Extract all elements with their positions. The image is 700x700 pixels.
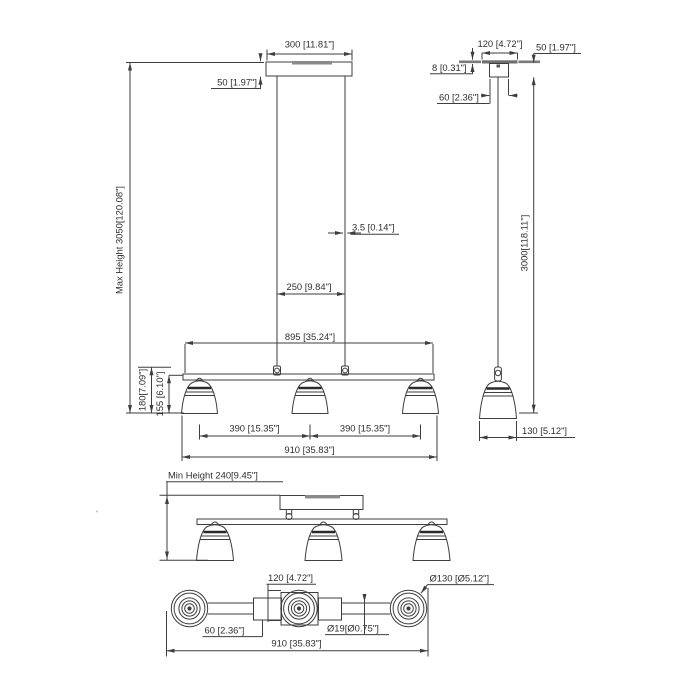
side-canopy-detail: [496, 64, 500, 68]
side-dim-plate-thickness: 8 [0.31"]: [430, 48, 475, 75]
front-dim-canopy-width: 300 [11.81"]: [266, 39, 353, 61]
side-dim-canopy-body: 60 [2.36"]: [437, 79, 518, 104]
plan-rod-right: [341, 602, 391, 615]
front-dim-shade-spacing: 390 [15.35"] 390 [15.35"]: [199, 423, 421, 440]
plan-shade-right: [389, 589, 428, 628]
svg-text:300 [11.81"]: 300 [11.81"]: [285, 39, 335, 50]
plan-dim-overall-width: 910 [35.83"]: [166, 588, 429, 657]
side-cable-gripper: [494, 366, 502, 382]
front-dim-cable-diameter: 3.5 [0.14"]: [328, 222, 399, 235]
front-shade-right: [401, 377, 440, 414]
front-dim-rod-length: 895 [35.24"]: [184, 331, 434, 373]
svg-text:3.5 [0.14"]: 3.5 [0.14"]: [352, 222, 394, 233]
front-dim-max-height: Max Height 3050[120.08"]: [114, 62, 264, 414]
side-view: 120 [4.72"] 8 [0.31"] 50 [1.97"] 60 [2.3…: [430, 38, 581, 441]
front-dim-canopy-height: 50 [1.97"]: [211, 53, 263, 89]
svg-text:120 [4.72"]: 120 [4.72"]: [268, 572, 313, 583]
svg-text:Max Height 3050[120.08"]: Max Height 3050[120.08"]: [114, 186, 125, 294]
svg-text:50 [1.97"]: 50 [1.97"]: [217, 77, 257, 88]
artifact-dot: [96, 510, 98, 513]
svg-text:130 [5.12"]: 130 [5.12"]: [522, 425, 567, 436]
svg-text:180[7.09"]: 180[7.09"]: [137, 369, 148, 411]
front-view: 300 [11.81"] 50 [1.97"] Max Height 3050[…: [114, 39, 440, 461]
min-shade-left: [195, 521, 235, 561]
plan-dim-canopy-width: 120 [4.72"]: [266, 572, 316, 622]
front-canopy-slot: [292, 61, 332, 65]
front-shade-left: [180, 377, 219, 414]
plan-dim-rod-diameter: Ø19[Ø0.75"]: [325, 593, 389, 636]
side-canopy: [489, 63, 509, 78]
front-shade-center: [291, 377, 329, 414]
svg-text:250 [9.84"]: 250 [9.84"]: [286, 281, 331, 292]
front-dim-shade-height: 155 [6.10"]: [154, 371, 183, 417]
min-height-label: Min Height 240[9.45"]: [168, 470, 258, 481]
front-cable-gripper-right: [341, 365, 349, 376]
svg-text:Ø130 [Ø5.12"]: Ø130 [Ø5.12"]: [430, 573, 490, 584]
svg-text:895 [35.24"]: 895 [35.24"]: [285, 331, 335, 342]
svg-text:910 [35.83"]: 910 [35.83"]: [284, 444, 334, 455]
side-shade: [478, 380, 518, 419]
min-canopy-slot: [305, 495, 340, 499]
min-dim-height: [159, 481, 283, 561]
side-dim-shade-diameter: 130 [5.12"]: [479, 421, 575, 441]
svg-text:390 [15.35"]: 390 [15.35"]: [340, 423, 390, 434]
svg-text:60 [2.36"]: 60 [2.36"]: [439, 92, 479, 103]
svg-text:60 [2.36"]: 60 [2.36"]: [205, 625, 245, 636]
min-shade-center: [304, 521, 343, 561]
plan-shade-left: [170, 589, 209, 628]
min-shade-right: [412, 521, 451, 561]
svg-text:910 [35.83"]: 910 [35.83"]: [271, 638, 321, 649]
svg-text:120 [4.72"]: 120 [4.72"]: [477, 38, 522, 49]
plan-dim-shade-diameter: Ø130 [Ø5.12"]: [420, 573, 494, 594]
front-bar: [182, 373, 435, 381]
side-mounting-plate: [482, 60, 518, 64]
svg-text:155 [6.10"]: 155 [6.10"]: [154, 371, 165, 416]
plan-view: 120 [4.72"] 60 [2.36"] Ø19[Ø0.75"] Ø130 …: [166, 572, 494, 657]
plan-dim-bracket-length: 60 [2.36"]: [202, 620, 263, 638]
plan-bracket-right: [318, 597, 342, 621]
min-stem-left: [285, 509, 293, 520]
plan-shade-center: [280, 589, 318, 628]
side-dim-canopy-width: 120 [4.72"]: [477, 38, 523, 60]
front-dim-cable-spacing: 250 [9.84"]: [277, 281, 345, 296]
svg-text:8 [0.31"]: 8 [0.31"]: [432, 62, 467, 73]
svg-text:390 [15.35"]: 390 [15.35"]: [229, 423, 279, 434]
min-bar: [196, 518, 448, 525]
front-dim-fixture-height: 180[7.09"]: [137, 366, 171, 413]
front-cable-gripper-left: [273, 365, 281, 376]
min-height-view: Min Height 240[9.45"]: [159, 470, 451, 561]
front-dim-overall-width: 910 [35.83"]: [181, 415, 438, 461]
svg-text:Ø19[Ø0.75"]: Ø19[Ø0.75"]: [327, 623, 379, 634]
svg-text:3000[118.11"]: 3000[118.11"]: [519, 215, 530, 272]
svg-text:50 [1.97"]: 50 [1.97"]: [536, 42, 576, 53]
side-dim-canopy-height: 50 [1.97"]: [531, 42, 581, 63]
side-dim-cord-length: 3000[118.11"]: [519, 77, 538, 414]
min-stem-right: [352, 509, 360, 520]
plan-rod-left: [207, 602, 254, 615]
